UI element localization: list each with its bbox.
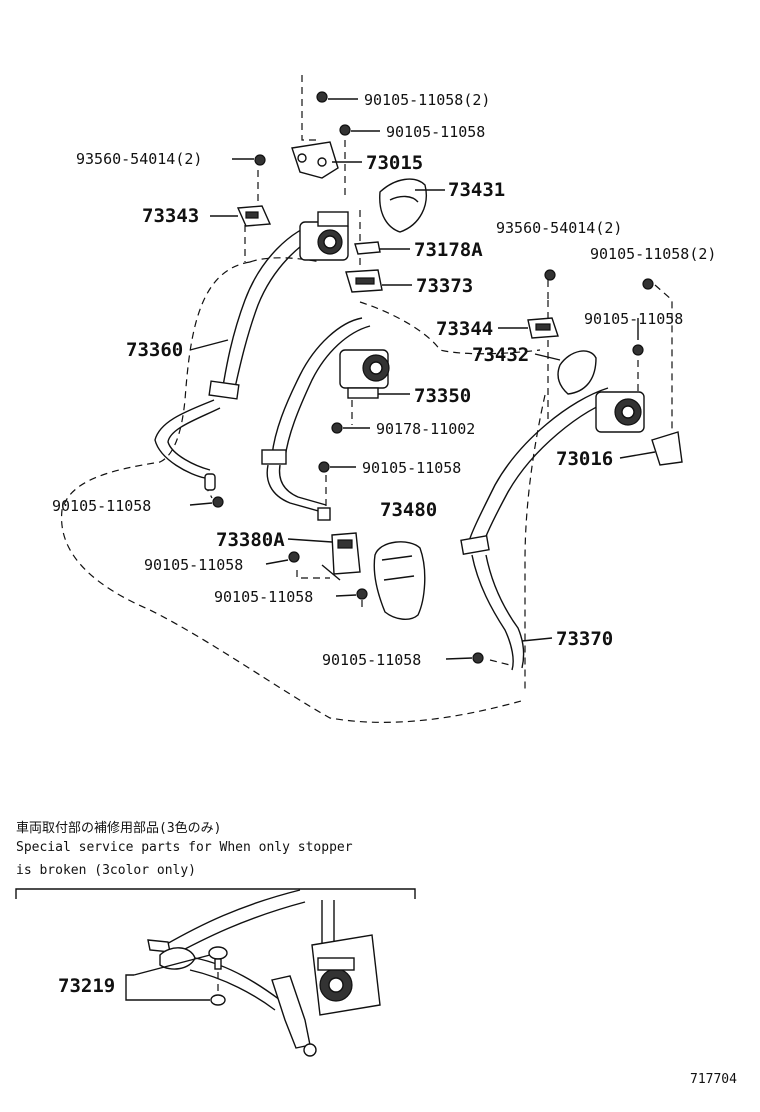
cover-73432	[557, 350, 597, 395]
bolt-icon	[288, 551, 300, 563]
guide-73344	[527, 317, 559, 339]
label-73432: 73432	[472, 344, 529, 366]
bolt-icon	[632, 344, 644, 356]
bolts	[212, 91, 654, 664]
bolt-icon	[212, 496, 224, 508]
label-73480: 73480	[380, 499, 437, 521]
bolt-icon	[254, 154, 266, 166]
rear-seat-outline	[60, 225, 549, 723]
label-73344: 73344	[436, 318, 493, 340]
label-90105-11058-g: 90105-11058	[322, 651, 421, 669]
label-73373: 73373	[416, 275, 473, 297]
label-93560-54014-2-left: 93560-54014(2)	[76, 150, 202, 168]
bolt-icon	[318, 461, 330, 473]
label-93560-54014-2-right: 93560-54014(2)	[496, 219, 622, 237]
guide-73373	[345, 269, 383, 293]
label-90105-11058-c: 90105-11058	[362, 459, 461, 477]
stopper-button-icon	[208, 946, 228, 960]
label-73219-bracket	[125, 974, 134, 1001]
bolt-icon	[544, 269, 556, 281]
label-73219: 73219	[58, 975, 115, 997]
diagram-number: 717704	[690, 1072, 737, 1087]
label-73380a: 73380A	[216, 529, 285, 551]
leader-lines	[204, 75, 673, 666]
label-73178a: 73178A	[414, 239, 483, 261]
stopper-washer-icon	[210, 994, 226, 1006]
label-leaders	[189, 98, 656, 660]
label-90105-11058-2-right: 90105-11058(2)	[590, 245, 716, 263]
note-english-line1: Special service parts for When only stop…	[16, 840, 353, 855]
label-90105-11058-f: 90105-11058	[214, 588, 313, 606]
label-73370: 73370	[556, 628, 613, 650]
label-73016: 73016	[556, 448, 613, 470]
label-73015: 73015	[366, 152, 423, 174]
guide-73343	[236, 205, 272, 227]
bracket-73015	[291, 141, 339, 179]
left-retractor	[299, 211, 349, 261]
label-90178-11002: 90178-11002	[376, 420, 475, 438]
buckle-73480	[373, 541, 426, 620]
label-90105-11058-2-top: 90105-11058(2)	[364, 91, 490, 109]
plate-73178a	[354, 241, 381, 255]
bolt-icon	[316, 91, 328, 103]
label-73431: 73431	[448, 179, 505, 201]
bolt-icon	[339, 124, 351, 136]
buckle-73380a	[321, 532, 361, 581]
label-90105-11058-d: 90105-11058	[52, 497, 151, 515]
label-90105-11058-b: 90105-11058	[584, 310, 683, 328]
note-japanese: 車両取付部の補修用部品(3色のみ)	[16, 820, 221, 836]
label-90105-11058-a: 90105-11058	[386, 123, 485, 141]
label-73360: 73360	[126, 339, 183, 361]
bolt-icon	[331, 422, 343, 434]
cover-73431	[379, 178, 427, 233]
part-labels: 90105-11058(2) 90105-11058 93560-54014(2…	[52, 91, 716, 669]
special-service-note: 車両取付部の補修用部品(3色のみ) Special service parts …	[15, 820, 416, 899]
note-english-line2: is broken (3color only)	[16, 863, 196, 878]
right-seat-belt-73370	[460, 387, 683, 671]
bolt-icon	[642, 278, 654, 290]
label-73343: 73343	[142, 205, 199, 227]
inset-stopper-detail: 73219	[58, 889, 381, 1057]
inset-bracket	[15, 888, 416, 899]
bolt-icon	[356, 588, 368, 600]
bolt-icon	[472, 652, 484, 664]
label-90105-11058-e: 90105-11058	[144, 556, 243, 574]
center-seat-belt-73350	[261, 317, 390, 521]
label-73350: 73350	[414, 385, 471, 407]
